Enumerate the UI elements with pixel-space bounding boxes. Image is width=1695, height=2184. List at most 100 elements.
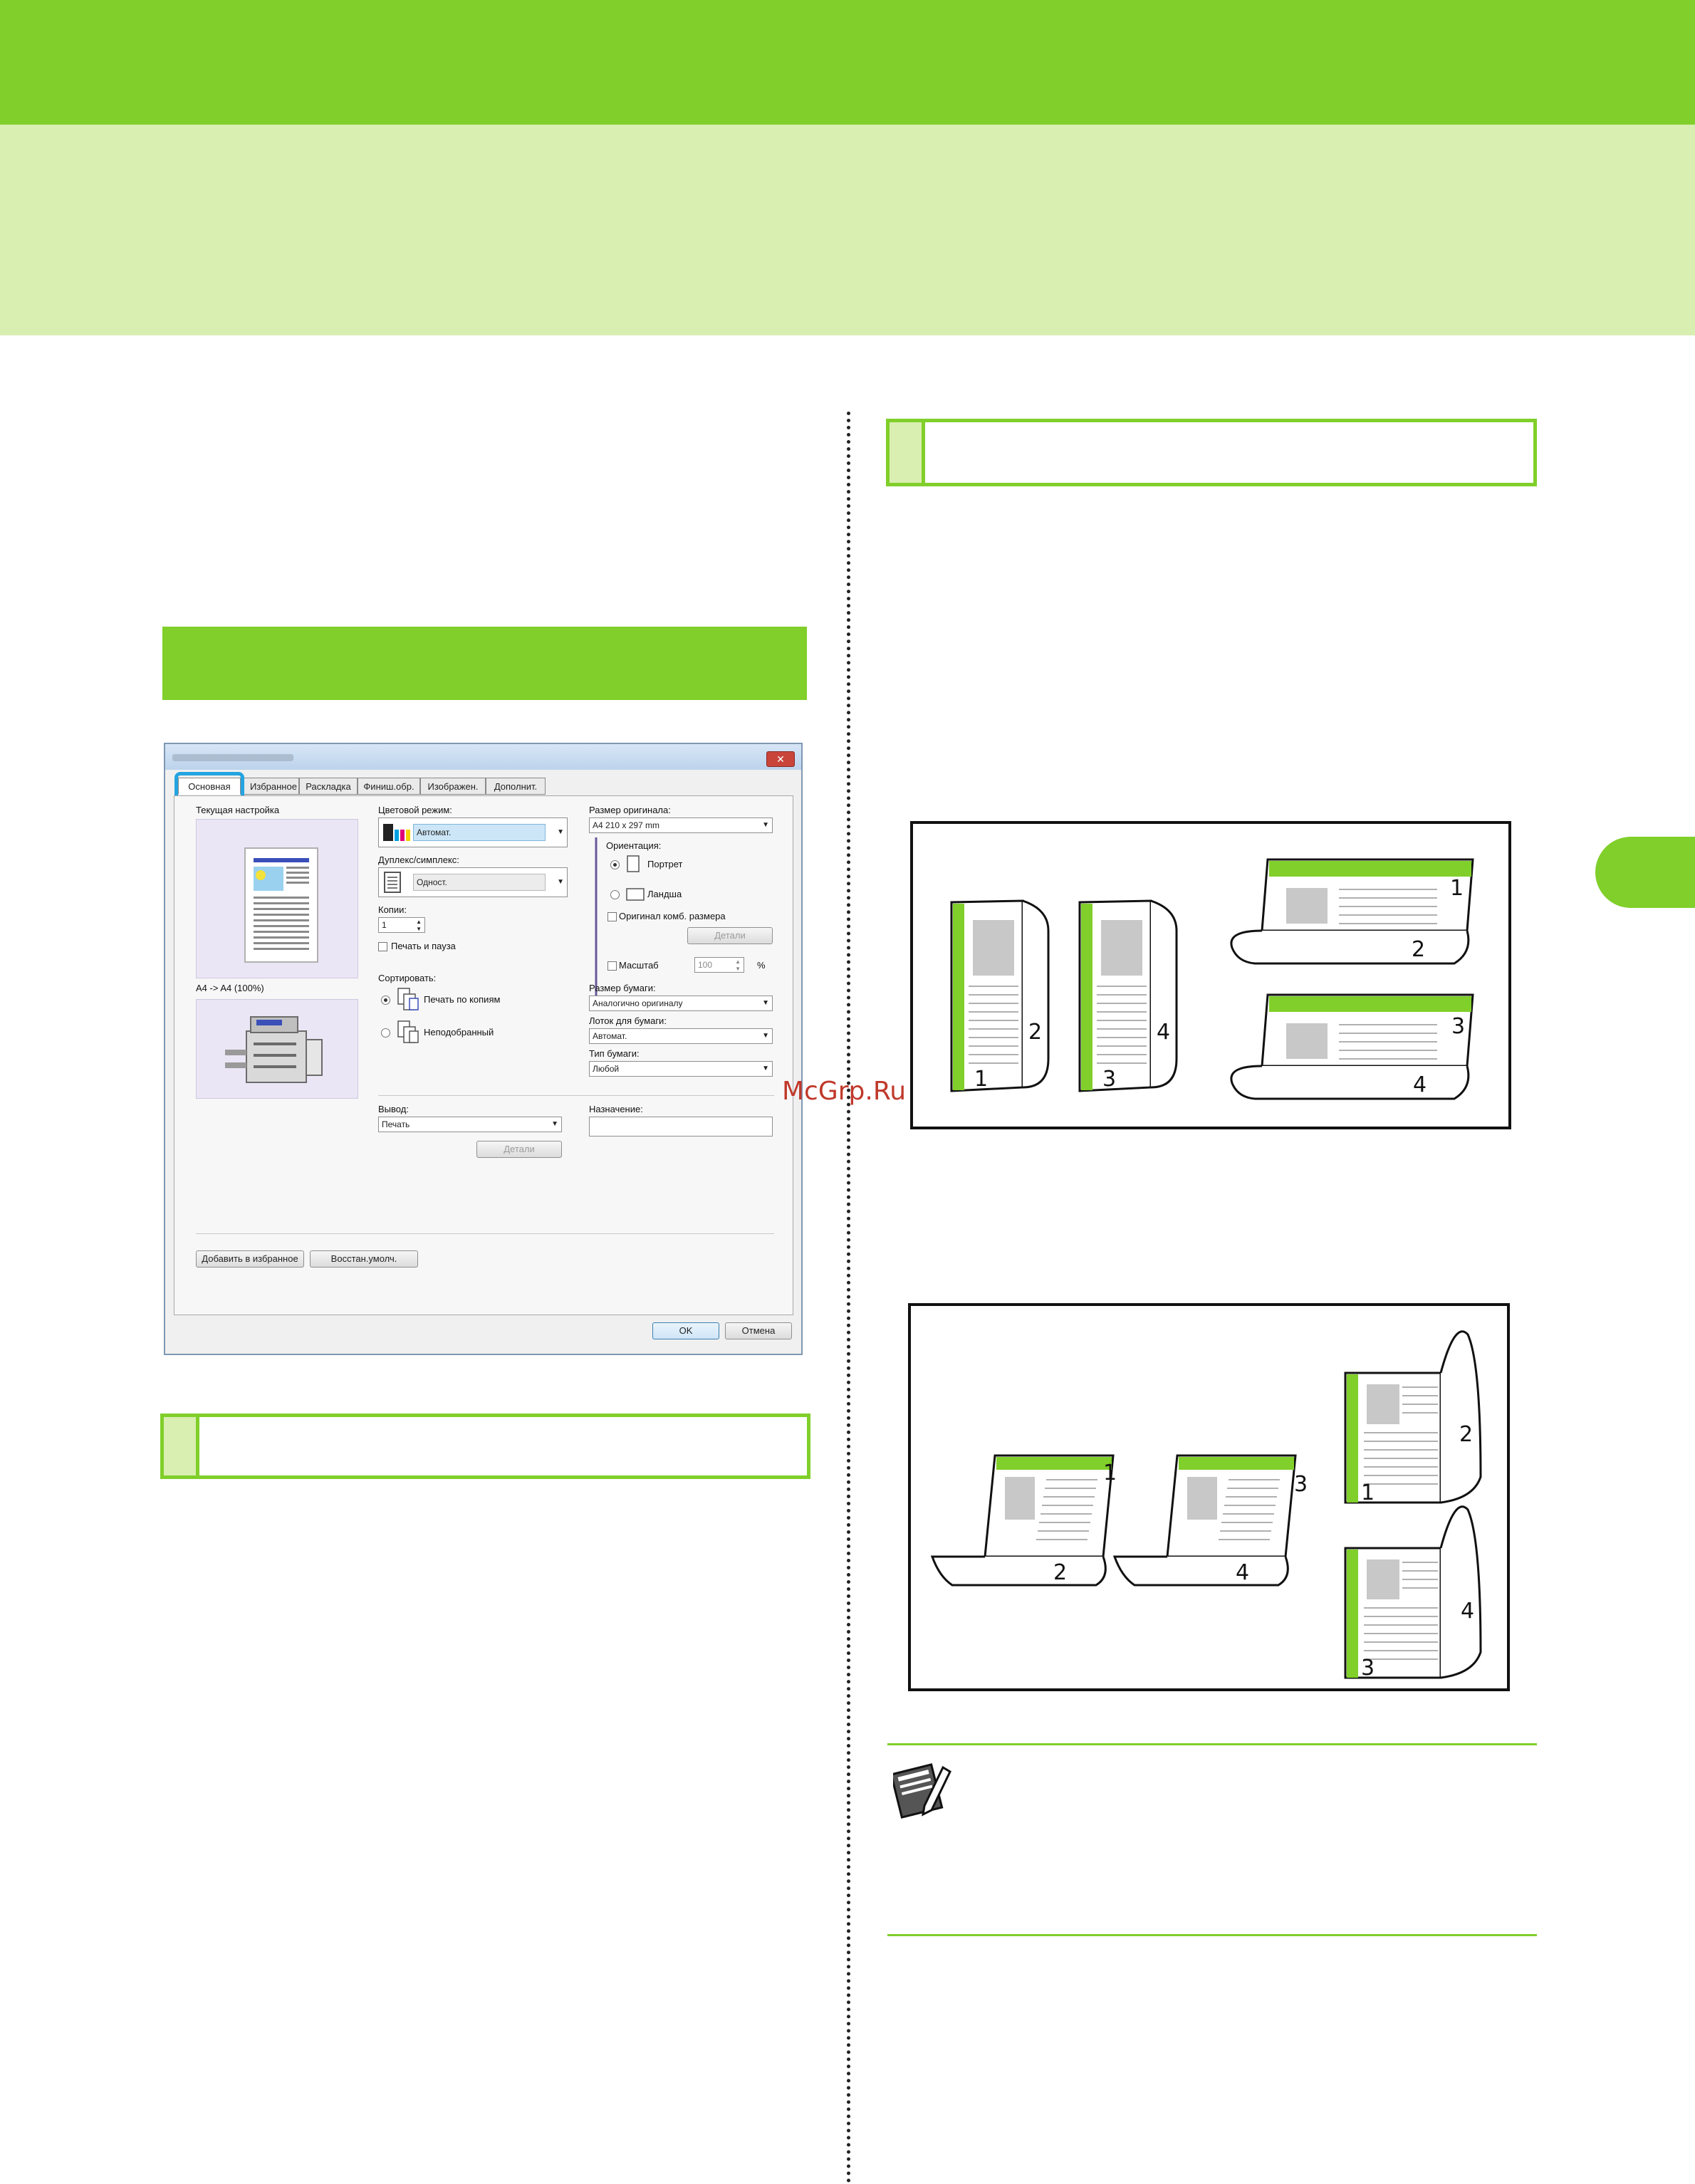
destination-input[interactable]: [589, 1117, 773, 1137]
output-details-button[interactable]: Детали: [476, 1141, 562, 1158]
landscape-radio[interactable]: [610, 890, 620, 899]
uncollate-icon: [397, 1020, 419, 1043]
orientation-label: Ориентация:: [606, 840, 662, 851]
page-number: 4: [1461, 1599, 1474, 1624]
page-preview: [196, 819, 358, 978]
chapter-side-tab: [1595, 837, 1695, 908]
landscape-label: Ландша: [647, 889, 682, 899]
orig-size-select[interactable]: A4 210 x 297 mm ▼: [589, 817, 773, 833]
paper-type-value: Любой: [593, 1064, 620, 1074]
duplex-select[interactable]: Одност. ▼: [378, 867, 568, 897]
page-number: 1: [1361, 1480, 1375, 1505]
mixed-details-button[interactable]: Детали: [687, 927, 773, 944]
chevron-down-icon: ▼: [557, 878, 564, 886]
cancel-button[interactable]: Отмена: [725, 1322, 792, 1339]
tab-main[interactable]: Основная: [178, 778, 241, 795]
sort-uncollated-label: Неподобранный: [424, 1027, 494, 1038]
color-mode-icon: [383, 824, 410, 841]
page-number: 4: [1413, 1072, 1427, 1097]
paper-size-select[interactable]: Аналогично оригиналу ▼: [589, 996, 773, 1011]
copies-value: 1: [382, 920, 387, 930]
close-icon[interactable]: ✕: [766, 751, 795, 767]
zoom-unit: %: [757, 960, 766, 971]
copies-stepper[interactable]: 1 ▲▼: [378, 917, 425, 933]
portrait-icon: [627, 855, 640, 872]
page-number: 1: [1103, 1461, 1117, 1485]
page-number: 2: [1412, 937, 1425, 962]
sort-copies-radio[interactable]: [381, 996, 390, 1005]
sort-copies-label: Печать по копиям: [424, 994, 501, 1005]
tab-advanced[interactable]: Дополнит.: [486, 778, 546, 795]
tray-select[interactable]: Автомат. ▼: [589, 1028, 773, 1044]
page-number: 3: [1361, 1656, 1375, 1681]
note-bottom-rule: [887, 1934, 1537, 1936]
zoom-value: 100: [698, 960, 713, 970]
sort-label: Сортировать:: [378, 973, 437, 983]
step-box-left: [160, 1414, 810, 1479]
tab-image[interactable]: Изображен.: [420, 778, 486, 795]
separator: [196, 1233, 774, 1234]
page-number: 2: [1028, 1020, 1042, 1045]
output-select[interactable]: Печать ▼: [378, 1117, 562, 1132]
portrait-radio[interactable]: [610, 860, 620, 869]
ok-button[interactable]: OK: [652, 1322, 719, 1339]
zoom-checkbox[interactable]: [607, 961, 617, 971]
chevron-down-icon: ▼: [762, 1032, 769, 1040]
zoom-stepper[interactable]: 100 ▲▼: [694, 957, 744, 973]
page-number: 1: [1450, 876, 1464, 901]
sort-uncollated-radio[interactable]: [381, 1028, 390, 1038]
chevron-down-icon: ▼: [551, 1120, 558, 1128]
landscape-page-3-4: 3 4: [1230, 993, 1474, 1100]
dialog-title-text-blurred: [172, 754, 293, 761]
orig-size-value: A4 210 x 297 mm: [593, 820, 660, 830]
tray-label: Лоток для бумаги:: [589, 1015, 667, 1026]
tab-finishing[interactable]: Финиш.обр.: [358, 778, 420, 795]
chevron-down-icon: ▼: [762, 999, 769, 1007]
chevron-down-icon: ▼: [762, 1065, 769, 1072]
duplex-value: Одност.: [413, 874, 546, 891]
paper-type-label: Тип бумаги:: [589, 1048, 640, 1059]
page-number: 4: [1236, 1560, 1249, 1585]
restore-default-button[interactable]: Восстан.умолч.: [310, 1250, 418, 1268]
step-box-right: [886, 419, 1537, 486]
chevron-down-icon: ▼: [557, 828, 564, 836]
color-mode-label: Цветовой режим:: [378, 805, 452, 815]
page-number: 4: [1157, 1020, 1170, 1045]
output-value: Печать: [382, 1119, 410, 1129]
mixed-size-checkbox[interactable]: [607, 912, 617, 921]
destination-label: Назначение:: [589, 1104, 643, 1114]
separator: [378, 1095, 774, 1096]
section-heading-bar: [162, 627, 807, 700]
portrait-page-3-4: 3 4: [1344, 1505, 1482, 1681]
orig-size-label: Размер оригинала:: [589, 805, 671, 815]
paper-size-value: Аналогично оригиналу: [593, 998, 683, 1008]
paper-type-select[interactable]: Любой ▼: [589, 1061, 773, 1077]
page-number: 2: [1053, 1560, 1067, 1585]
add-favorite-button[interactable]: Добавить в избранное: [196, 1250, 304, 1268]
collate-icon: [397, 988, 419, 1010]
color-mode-select[interactable]: Автомат. ▼: [378, 817, 568, 847]
page-preview-icon: [244, 847, 318, 963]
color-mode-value: Автомат.: [413, 824, 546, 841]
output-label: Вывод:: [378, 1104, 409, 1114]
note-top-rule: [887, 1743, 1537, 1745]
simplex-page-icon: [384, 872, 401, 893]
tab-favorites[interactable]: Избранное: [241, 778, 299, 795]
stepper-arrows-icon[interactable]: ▲▼: [735, 958, 741, 972]
page-number: 3: [1451, 1014, 1465, 1039]
page-number: 2: [1459, 1422, 1473, 1447]
page-number: 3: [1102, 1067, 1116, 1092]
dialog-title-bar: ✕: [165, 744, 801, 770]
print-pause-checkbox[interactable]: [378, 942, 387, 951]
portrait-page-3-4: 3 4: [1078, 899, 1178, 1092]
printer-icon: [225, 1016, 323, 1083]
landscape-page-1-2: 1 2: [1230, 858, 1474, 965]
note-pencil-icon: [893, 1763, 951, 1819]
landscape-page-1-2: 1 2: [930, 1454, 1117, 1587]
tab-layout[interactable]: Раскладка: [299, 778, 358, 795]
portrait-label: Портрет: [647, 859, 683, 869]
stepper-arrows-icon[interactable]: ▲▼: [416, 919, 422, 932]
header-subband: [0, 125, 1695, 335]
current-setting-label: Текущая настройка: [196, 805, 280, 815]
chevron-down-icon: ▼: [762, 821, 769, 829]
